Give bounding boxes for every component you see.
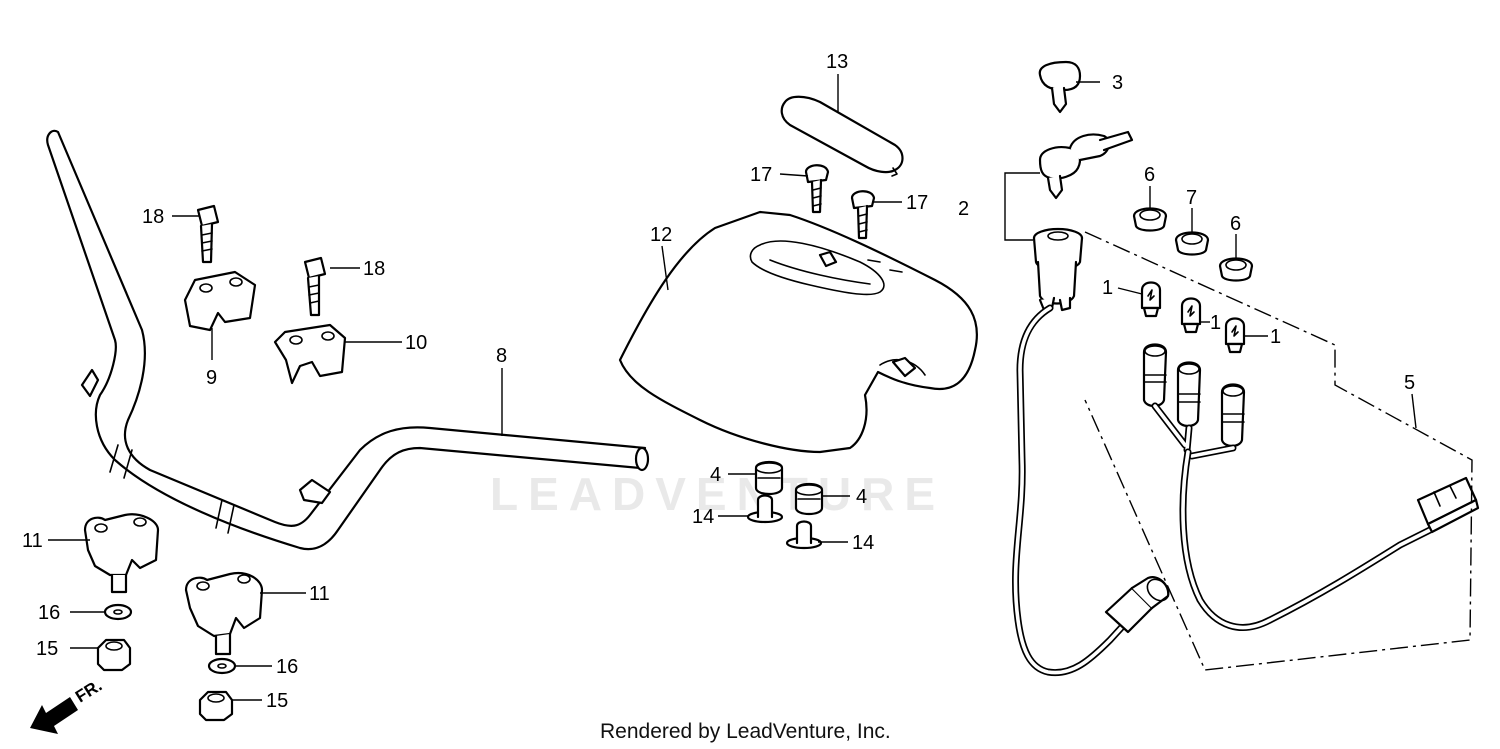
bulb-1-b — [1180, 297, 1202, 334]
bracket-2 — [1004, 172, 1040, 241]
callout-6-b: 6 — [1230, 213, 1241, 235]
holder-lower-11-b — [184, 572, 264, 656]
ignition-connector — [1104, 576, 1170, 634]
bolt-18-a — [196, 204, 220, 264]
watermark-text: LEADVENTURE — [490, 468, 945, 520]
screw-17-a — [804, 164, 830, 214]
screw-17-b — [850, 190, 876, 240]
callout-6-a: 6 — [1144, 164, 1155, 186]
lens-6-b — [1218, 257, 1254, 282]
callout-4-b: 4 — [856, 486, 867, 508]
leader-lines — [48, 74, 1417, 701]
lens-7 — [1174, 231, 1210, 256]
harness-group-outline — [1084, 231, 1473, 671]
callout-2: 2 — [958, 198, 969, 220]
callout-13: 13 — [826, 51, 848, 73]
callout-9: 9 — [206, 367, 217, 389]
callout-15-b: 15 — [266, 690, 288, 712]
grommet-4-a — [754, 460, 784, 496]
callout-1-a: 1 — [1102, 277, 1113, 299]
callout-1-b: 1 — [1210, 312, 1221, 334]
callout-15-a: 15 — [36, 638, 58, 660]
washer-16-a — [103, 603, 133, 621]
callout-labels: 18 18 9 10 8 11 11 16 15 16 15 13 17 17 … — [22, 51, 1415, 712]
handlebar — [46, 129, 650, 551]
bolt-18-b — [303, 256, 327, 317]
handlebar-cover-12 — [618, 210, 978, 454]
nut-15-b — [198, 690, 234, 722]
callout-4-a: 4 — [710, 464, 721, 486]
callout-18-a: 18 — [142, 206, 164, 228]
callout-11-a: 11 — [22, 530, 43, 552]
front-indicator: FR. — [72, 676, 105, 707]
callout-8: 8 — [496, 345, 507, 367]
key-3 — [1038, 60, 1082, 114]
holder-upper-10 — [273, 323, 347, 385]
callout-11-b: 11 — [309, 583, 330, 605]
callout-3: 3 — [1112, 72, 1123, 94]
cover-13 — [780, 95, 904, 177]
callout-10: 10 — [405, 332, 427, 354]
ignition-switch — [1032, 227, 1084, 312]
callout-16-b: 16 — [276, 656, 298, 678]
callout-17-a: 17 — [750, 164, 772, 186]
footer-credit: Rendered by LeadVenture, Inc. — [600, 720, 891, 743]
collar-14-b — [785, 520, 823, 550]
holder-upper-9 — [183, 270, 257, 332]
holder-lower-11-a — [83, 513, 160, 594]
collar-14-a — [746, 494, 784, 524]
callout-12: 12 — [650, 224, 672, 246]
key-set-2 — [1038, 130, 1134, 200]
bulb-1-c — [1224, 317, 1246, 354]
bulb-1-a — [1140, 281, 1162, 318]
front-arrow-icon — [30, 697, 78, 734]
callout-16-a: 16 — [38, 602, 60, 624]
washer-16-b — [207, 657, 237, 675]
callout-5: 5 — [1404, 372, 1415, 394]
grommet-4-b — [794, 482, 824, 516]
callout-17-b: 17 — [906, 192, 928, 214]
harness-connector — [1416, 476, 1480, 534]
nut-15-a — [96, 638, 132, 672]
lens-6-a — [1132, 207, 1168, 232]
callout-18-b: 18 — [363, 258, 385, 280]
callout-14-a: 14 — [692, 506, 714, 528]
indicator-harness-5 — [1142, 343, 1246, 448]
callout-1-c: 1 — [1270, 326, 1281, 348]
callout-14-b: 14 — [852, 532, 874, 554]
callout-7: 7 — [1186, 187, 1197, 209]
